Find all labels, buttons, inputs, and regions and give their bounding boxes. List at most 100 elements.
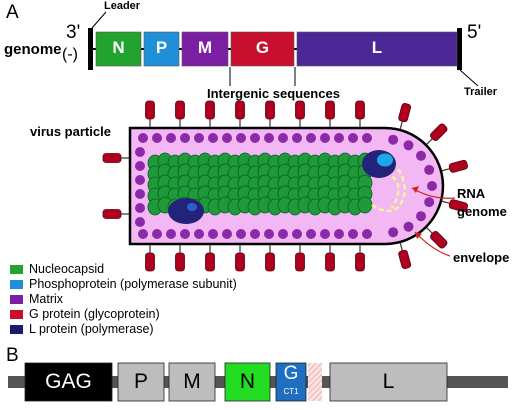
legend-label-nucleocapsid: Nucleocapsid	[29, 262, 105, 276]
construct-gag	[24, 362, 113, 402]
matrix-dot	[424, 197, 435, 208]
matrix-dot	[138, 133, 148, 143]
leader-label: Leader	[104, 0, 141, 12]
matrix-dot	[135, 175, 145, 185]
legend-label-g-protein: G protein (glycoprotein)	[29, 307, 160, 321]
matrix-dot	[236, 229, 246, 239]
trailer-end-cap	[457, 28, 462, 70]
legend-item-matrix: Matrix	[10, 292, 63, 306]
genome-label: genome	[4, 41, 62, 58]
matrix-dot	[306, 133, 316, 143]
construct-deleted-region	[308, 363, 322, 401]
legend-item-l-protein: L protein (polymerase)	[10, 322, 154, 336]
construct-p	[117, 362, 165, 402]
g-protein-spike	[145, 100, 155, 128]
g-protein-spike	[145, 244, 155, 272]
matrix-dot	[388, 134, 399, 145]
matrix-dot	[348, 133, 358, 143]
segment-g	[230, 31, 295, 67]
rna-label-line2: genome	[457, 204, 507, 219]
matrix-dot	[194, 229, 204, 239]
g-protein-spike	[235, 244, 245, 272]
matrix-dot	[264, 229, 274, 239]
panel-a-label: A	[6, 2, 19, 23]
construct-l-label: L	[382, 370, 395, 393]
g-protein-spike	[205, 244, 215, 272]
g-protein-spike	[265, 100, 275, 128]
g-protein-spike	[102, 209, 130, 219]
matrix-dot	[180, 133, 190, 143]
three-prime-label: 3'	[66, 22, 81, 43]
p-protein-right	[377, 153, 393, 167]
legend-swatch-l-protein	[10, 324, 23, 334]
virus-particle	[102, 100, 468, 272]
g-protein-spike	[175, 244, 185, 272]
segment-n	[95, 31, 142, 67]
p-protein-left	[187, 203, 197, 211]
matrix-dot	[250, 229, 260, 239]
g-protein-spike	[398, 103, 412, 131]
g-protein-spike	[325, 244, 335, 272]
legend-swatch-matrix	[10, 294, 23, 304]
construct-p-label: P	[133, 370, 148, 393]
intergenic-label: Intergenic sequences	[207, 86, 340, 101]
construct-bar	[8, 362, 508, 402]
matrix-dot	[250, 133, 260, 143]
g-protein-spike	[295, 100, 305, 128]
panel-b-label: B	[6, 345, 19, 366]
five-prime-label: 5'	[467, 22, 482, 43]
construct-g-sublabel: CT1	[283, 387, 299, 396]
legend-swatch-g-protein	[10, 309, 23, 319]
g-protein-spike	[295, 244, 305, 272]
virus-particle-label: virus particle	[30, 124, 111, 139]
legend-item-g-protein: G protein (glycoprotein)	[10, 307, 160, 321]
matrix-dot	[135, 147, 145, 157]
trailer-label: Trailer	[464, 86, 498, 98]
construct-m	[168, 362, 216, 402]
g-protein-spike	[235, 100, 245, 128]
g-protein-spike	[425, 123, 448, 146]
g-protein-spike	[398, 241, 412, 269]
g-protein-spike	[425, 226, 448, 249]
matrix-dot	[135, 203, 145, 213]
matrix-dot	[166, 229, 176, 239]
construct-g	[275, 362, 307, 402]
matrix-dot	[278, 229, 288, 239]
l-protein-left	[168, 198, 204, 224]
construct-n	[224, 362, 271, 402]
g-protein-spike	[265, 244, 275, 272]
matrix-dot	[334, 229, 344, 239]
leader-pointer	[91, 11, 107, 29]
matrix-dot	[208, 229, 218, 239]
leader-end-cap	[88, 28, 93, 70]
legend-item-phosphoprotein: Phosphoprotein (polymerase subunit)	[10, 277, 237, 291]
rna-label-line1: RNA	[457, 186, 486, 201]
segment-p-label: P	[155, 38, 168, 57]
trailer-pointer	[459, 69, 479, 87]
matrix-dot	[320, 133, 330, 143]
matrix-dot	[362, 229, 372, 239]
matrix-dot	[427, 181, 437, 191]
matrix-dot	[135, 217, 145, 227]
legend-label-phosphoprotein: Phosphoprotein (polymerase subunit)	[29, 277, 237, 291]
matrix-dot	[264, 133, 274, 143]
matrix-dot	[292, 133, 302, 143]
matrix-dot	[334, 133, 344, 143]
matrix-dot	[416, 211, 427, 222]
segment-l-label: L	[371, 38, 383, 57]
glycoprotein-spikes	[102, 100, 468, 272]
g-protein-spike	[440, 199, 468, 213]
construct-gag-label: GAG	[45, 370, 92, 393]
construct-m-label: M	[183, 370, 201, 393]
construct-n-label: N	[239, 370, 256, 393]
matrix-dot	[320, 229, 330, 239]
matrix-dot	[208, 133, 218, 143]
matrix-dot	[278, 133, 288, 143]
matrix-dot	[166, 133, 176, 143]
legend-label-l-protein: L protein (polymerase)	[29, 322, 154, 336]
g-protein-spike	[175, 100, 185, 128]
g-protein-spike	[325, 100, 335, 128]
matrix-dot	[135, 161, 145, 171]
